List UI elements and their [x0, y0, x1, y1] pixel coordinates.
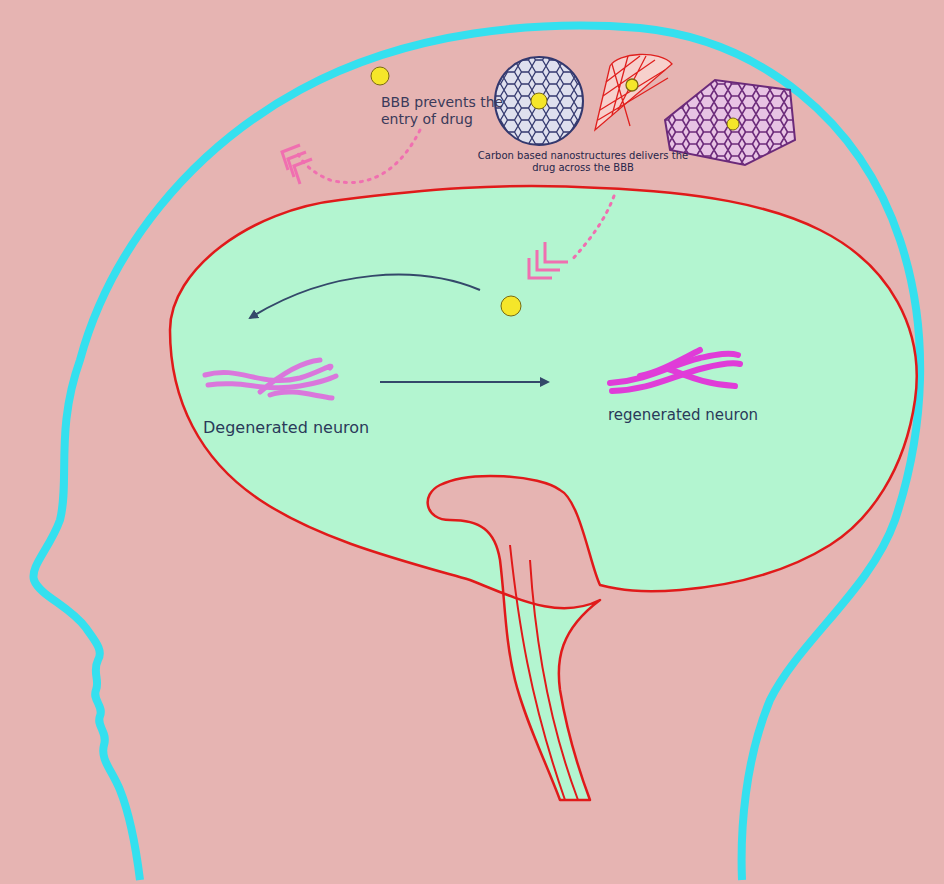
head-outline — [33, 26, 920, 880]
degenerated-neuron — [205, 360, 336, 398]
brain — [170, 186, 917, 800]
blocked-path — [296, 130, 420, 183]
chevrons-blocked — [282, 145, 312, 184]
chevrons-delivery — [529, 242, 568, 278]
delivery-note: Carbon based nanostructures delivers the… — [468, 150, 698, 174]
neuron-label: regenerated neuron — [608, 406, 808, 424]
blocked-note: BBB prevents the entry of drug — [381, 94, 511, 128]
drug-dot — [371, 67, 389, 85]
arrow — [250, 275, 480, 318]
neuron-label: Degenerated neuron — [203, 418, 423, 437]
arrow — [380, 381, 548, 383]
nanocone — [595, 54, 672, 130]
regenerated-neuron — [610, 350, 740, 391]
drug-dot — [501, 296, 521, 316]
fullerene — [490, 52, 590, 152]
delivery-path — [570, 196, 614, 262]
brain-stem-inner — [510, 545, 578, 800]
